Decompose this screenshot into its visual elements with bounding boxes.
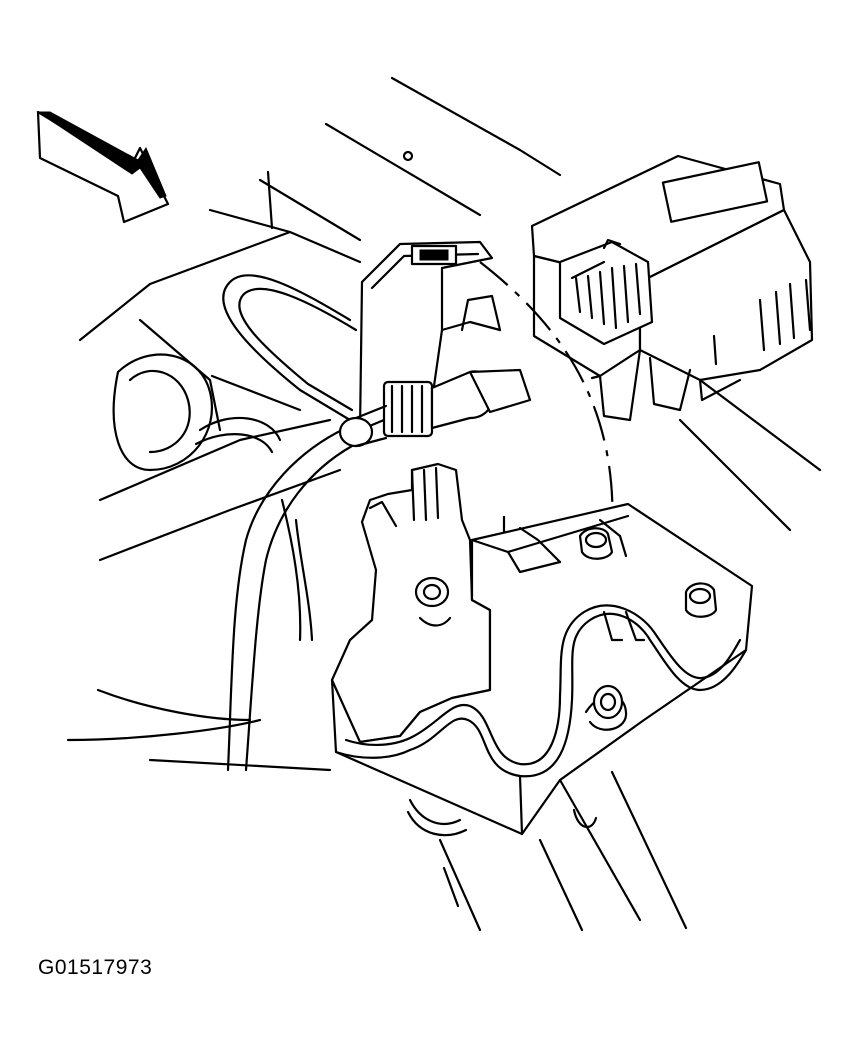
sensor-connector [338,368,532,448]
lower-shaft [406,770,688,932]
base-block [330,502,754,836]
direction-arrow-icon [36,110,170,224]
left-mount-components [112,318,302,472]
sensor-cable [226,426,354,772]
figure-id-label: G01517973 [38,956,153,979]
control-module [530,154,814,422]
wire-harness-loop [222,274,358,422]
background-structure [66,76,822,772]
